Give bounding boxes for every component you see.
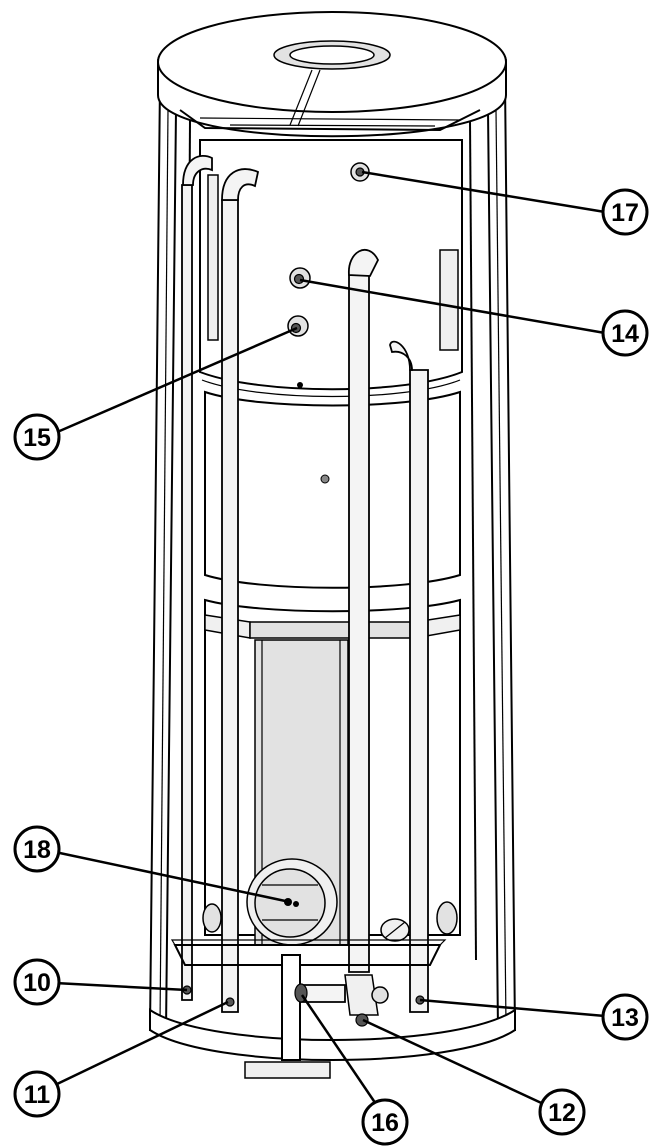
callout-16-label: 16 — [371, 1109, 399, 1137]
leader-16 — [300, 994, 382, 1111]
base-assembly — [149, 939, 516, 1079]
callout-13: 13 — [601, 993, 649, 1041]
leader-15 — [54, 326, 298, 435]
tank-upper — [199, 139, 463, 398]
callout-13-label: 13 — [611, 1004, 639, 1032]
leader-10 — [54, 981, 188, 992]
callout-14-label: 14 — [611, 320, 639, 348]
callout-10-label: 10 — [23, 969, 51, 997]
callout-16: 16 — [361, 1098, 409, 1146]
callout-10: 10 — [13, 958, 61, 1006]
callout-18: 18 — [13, 825, 61, 873]
leader-12 — [362, 1018, 551, 1109]
leader-lines — [54, 170, 606, 1111]
callout-11-label: 11 — [24, 1081, 51, 1109]
leader-17 — [361, 170, 606, 214]
leader-18 — [54, 850, 291, 904]
callout-15-label: 15 — [23, 424, 51, 452]
leader-14 — [299, 278, 606, 335]
callout-17: 17 — [601, 188, 649, 236]
callout-12-label: 12 — [548, 1099, 576, 1127]
callout-18-label: 18 — [23, 836, 51, 864]
inspection-flange — [246, 858, 338, 946]
callout-11: 11 — [13, 1070, 61, 1118]
callout-17-label: 17 — [611, 199, 639, 227]
top-cap — [157, 11, 507, 138]
leader-13 — [419, 998, 606, 1018]
pipes — [181, 154, 459, 1013]
callout-12: 12 — [538, 1088, 586, 1136]
leader-11 — [54, 1000, 229, 1087]
callout-14: 14 — [601, 309, 649, 357]
callout-15: 15 — [13, 413, 61, 461]
